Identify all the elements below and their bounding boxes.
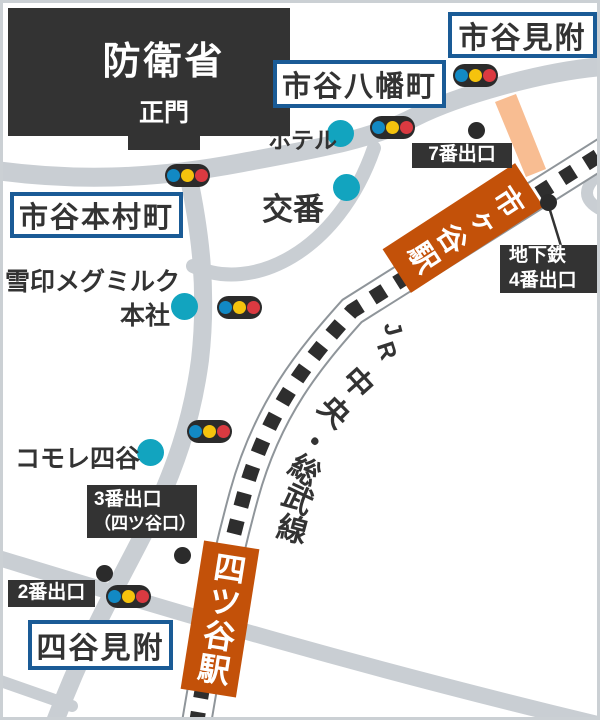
traffic-light-hotel xyxy=(370,116,415,139)
ichigaya-mitsuke-label: 市谷見附 xyxy=(448,12,597,58)
exit7-dot xyxy=(468,122,485,139)
traffic-light-komore xyxy=(187,420,232,443)
subway-exit4-dot xyxy=(540,194,557,211)
traffic-light-mitsuke xyxy=(453,64,498,87)
main-gate-marker xyxy=(128,134,200,150)
yotsuya-mitsuke-label: 四谷見附 xyxy=(28,620,173,670)
defense-ministry-block: 防衛省 正門 xyxy=(8,8,290,136)
exit7-label: 7番出口 xyxy=(412,143,512,168)
traffic-light-honmuracho xyxy=(165,164,210,187)
side-street xyxy=(0,674,78,712)
exit2-label: 2番出口 xyxy=(8,580,95,607)
station-passage xyxy=(495,94,546,177)
exit3-dot xyxy=(174,547,191,564)
ichigaya-hachimancho-label: 市谷八幡町 xyxy=(273,60,446,108)
hotel-dot xyxy=(327,120,354,147)
hotel-label: ホテル xyxy=(268,127,337,153)
koban-dot xyxy=(333,174,360,201)
main-gate-label: 正門 xyxy=(138,99,189,127)
defense-ministry-label: 防衛省 xyxy=(102,41,226,83)
yukijirushi-dot xyxy=(171,293,198,320)
traffic-light-yukijirushi xyxy=(217,296,262,319)
subway-exit4-label: 地下鉄 4番出口 xyxy=(500,245,600,293)
subway-exit4-pointer-line xyxy=(547,206,563,247)
traffic-light-yotsuya-mitsuke xyxy=(106,585,151,608)
ichigaya-honmuracho-label: 市谷本村町 xyxy=(10,192,183,238)
koban-label: 交番 xyxy=(262,192,324,227)
shinjuku-dori-road xyxy=(0,550,600,720)
exit3-label: 3番出口 （四ツ谷口） xyxy=(87,485,197,538)
komore-dot xyxy=(137,439,164,466)
elbow-road xyxy=(581,165,600,216)
exit2-dot xyxy=(96,565,113,582)
yukijirushi-label: 雪印メグミルク 本社 xyxy=(5,268,181,330)
komore-yotsuya-label: コモレ四谷 xyxy=(15,445,141,473)
